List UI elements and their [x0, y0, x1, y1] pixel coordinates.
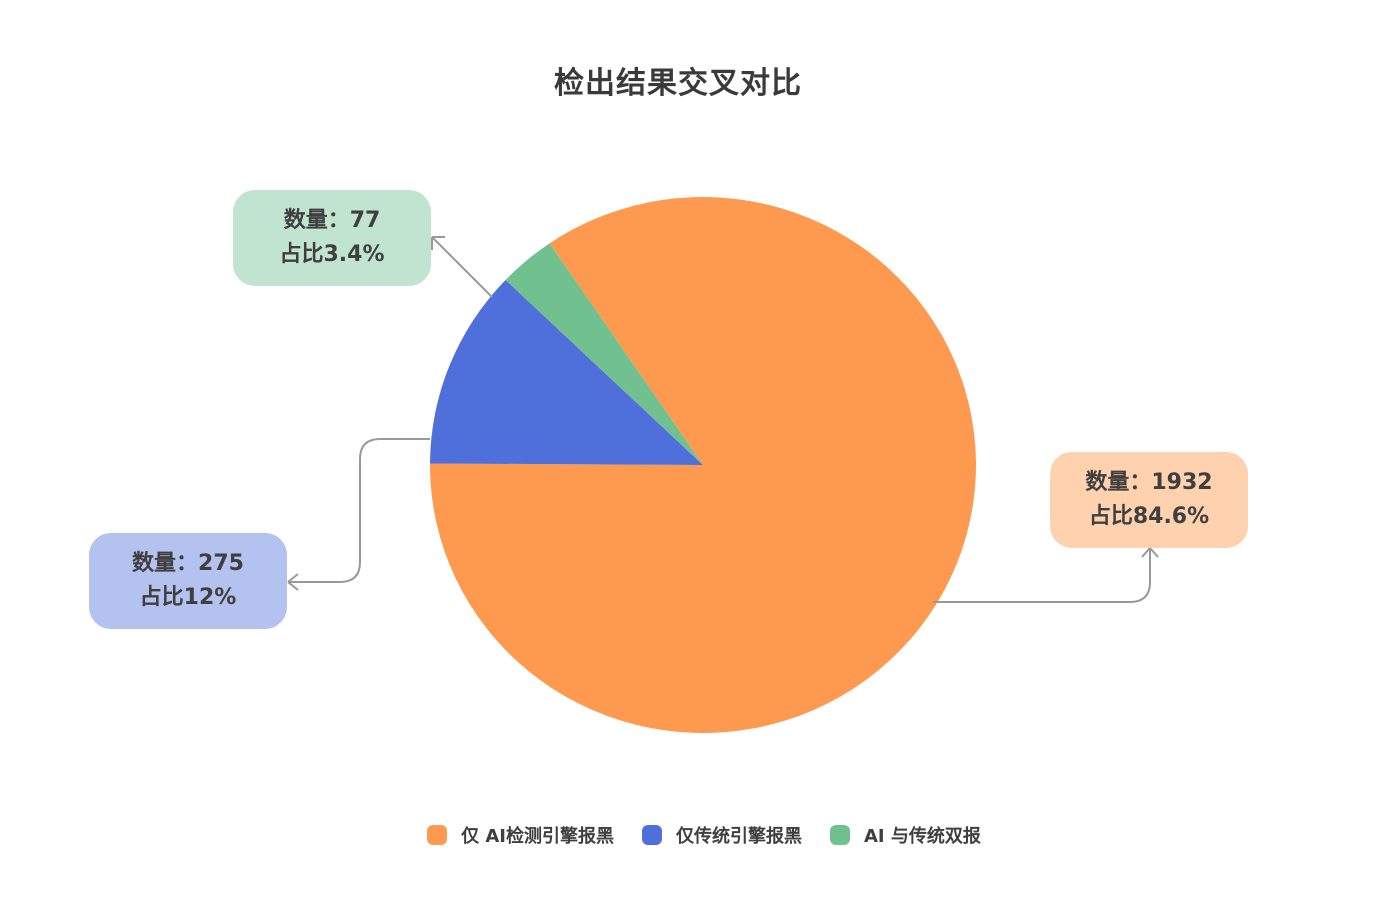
callout-ai-both: 数量：77 占比3.4%: [233, 190, 431, 286]
callout-ratio: 占比3.4%: [279, 242, 385, 267]
callout-count: 数量：275: [132, 551, 244, 576]
pie-slice-2[interactable]: [505, 243, 703, 465]
legend-item-ai-only[interactable]: 仅 AI检测引擎报黑: [427, 822, 614, 848]
pie-slices: [429, 196, 976, 733]
legend-swatch: [427, 825, 448, 845]
pie-slice-1[interactable]: [430, 279, 703, 465]
legend-label: AI 与传统双报: [864, 826, 981, 847]
callout-count: 数量：77: [283, 208, 381, 233]
legend-label: 仅传统引擎报黑: [676, 826, 802, 847]
chart-title: 检出结果交叉对比: [554, 66, 802, 101]
connector-traditional-only: [287, 438, 430, 591]
chart-legend: 仅 AI检测引擎报黑 仅传统引擎报黑 AI 与传统双报: [0, 822, 1400, 848]
legend-swatch: [642, 825, 662, 845]
legend-item-traditional-only[interactable]: 仅传统引擎报黑: [642, 822, 802, 848]
legend-swatch: [830, 825, 850, 845]
legend-item-ai-both[interactable]: AI 与传统双报: [830, 822, 981, 848]
pie-slice-0[interactable]: [429, 196, 976, 733]
callout-count: 数量：1932: [1085, 470, 1213, 495]
callout-ratio: 占比84.6%: [1088, 504, 1210, 529]
callout-ratio: 占比12%: [139, 585, 237, 610]
callout-traditional-only: 数量：275 占比12%: [89, 533, 287, 629]
legend-label: 仅 AI检测引擎报黑: [461, 826, 614, 847]
connector-ai-both: [431, 236, 493, 298]
callout-connectors: [287, 236, 1159, 603]
connector-ai-only: [933, 547, 1159, 603]
callout-ai-only: 数量：1932 占比84.6%: [1050, 452, 1248, 548]
